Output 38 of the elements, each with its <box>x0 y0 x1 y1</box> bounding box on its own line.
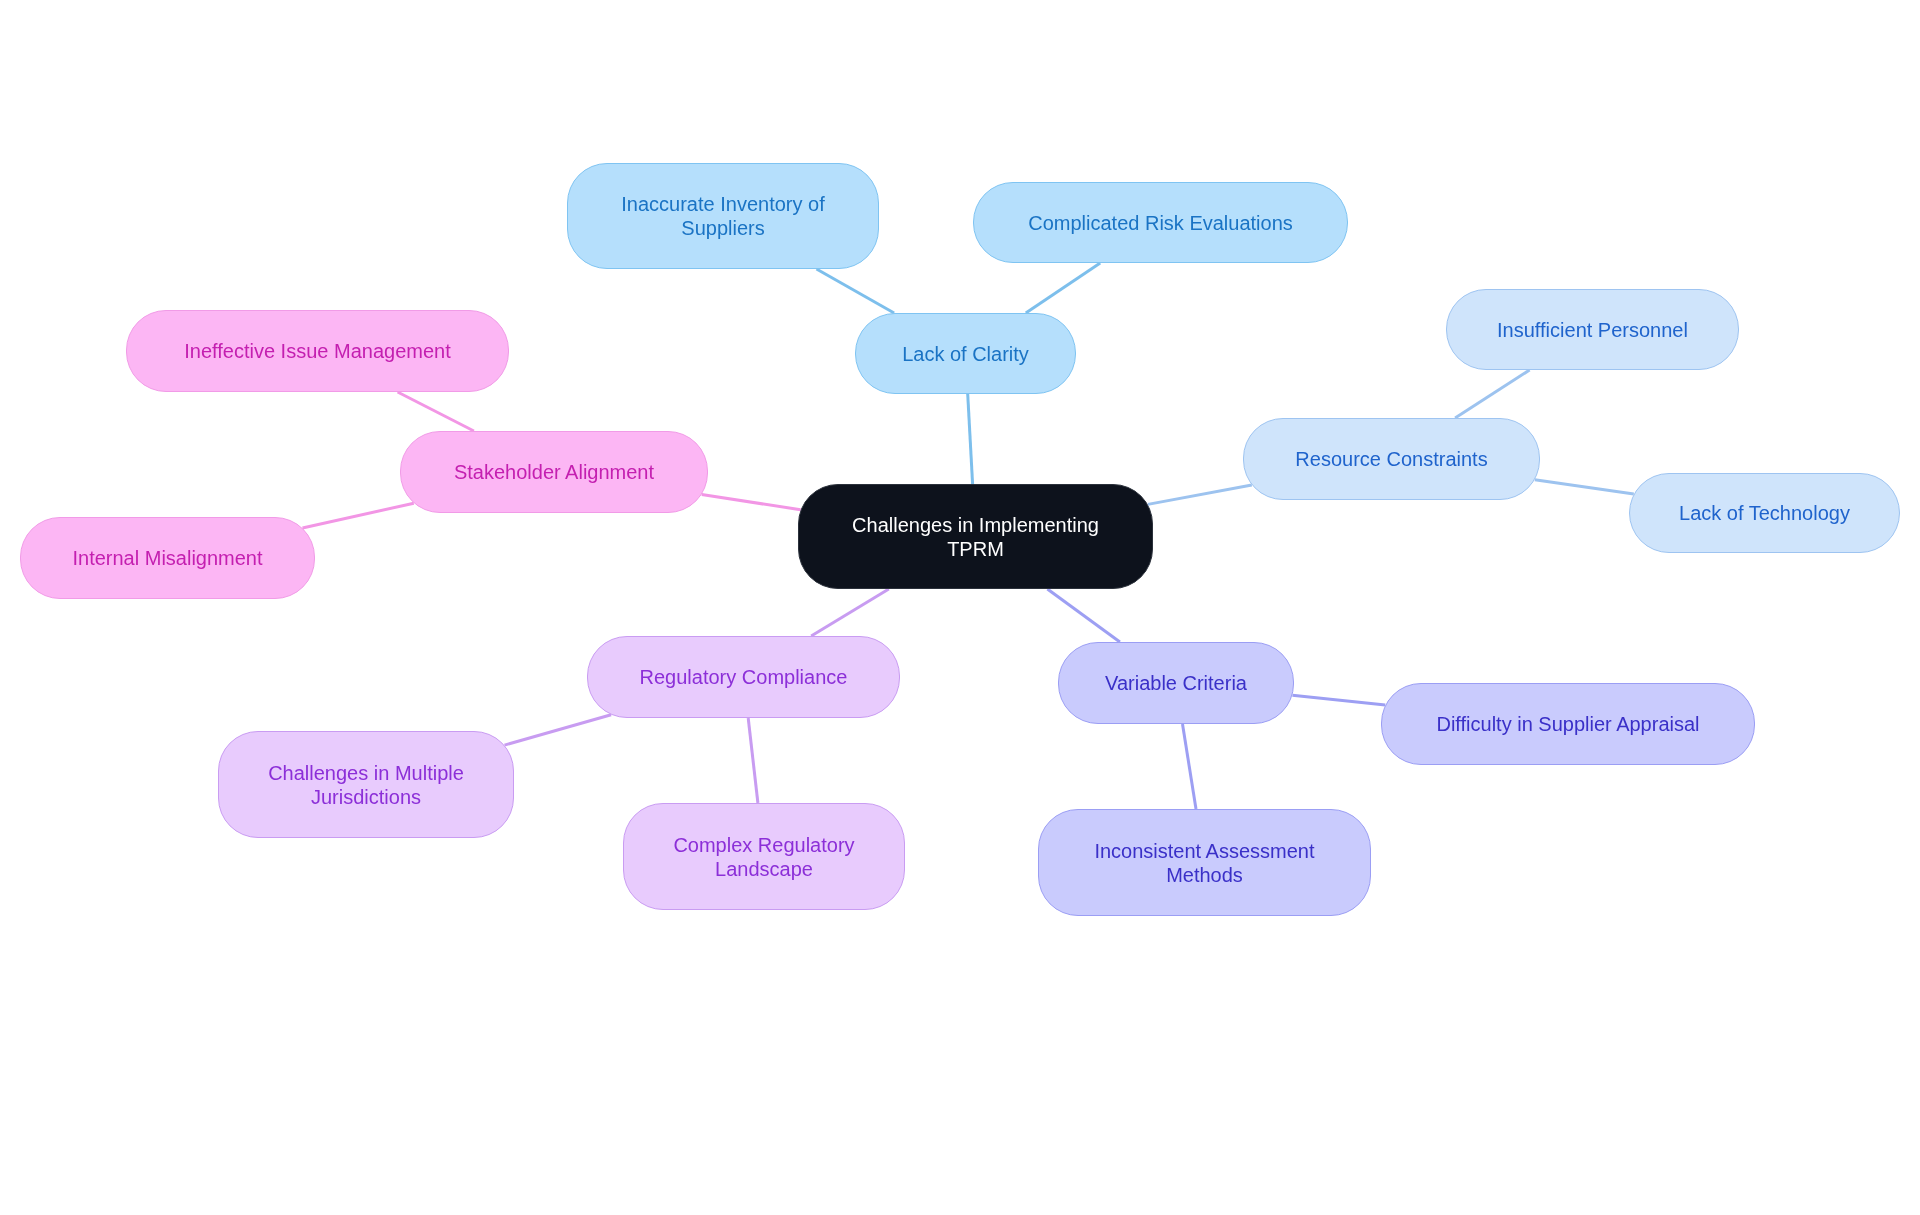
topic-node <box>400 431 708 513</box>
connector-line <box>504 713 612 747</box>
topic-node <box>1038 809 1371 916</box>
connector-line <box>966 393 975 485</box>
connector-line <box>815 267 895 315</box>
topic-label: Challenges in Multiple Jurisdictions <box>267 760 465 809</box>
connector-line <box>396 390 475 433</box>
topic-label: Insufficient Personnel <box>1497 317 1688 342</box>
topic-label: Variable Criteria <box>1105 671 1247 695</box>
topic-label: Lack of Clarity <box>902 341 1029 366</box>
topic-label: Internal Misalignment <box>72 546 263 570</box>
topic-label: Stakeholder Alignment <box>453 460 655 484</box>
topic-label: Lack of Technology <box>1679 501 1850 525</box>
connector-line <box>1046 587 1121 644</box>
central-topic-node <box>798 484 1153 589</box>
connector-line <box>746 717 760 804</box>
connector-line <box>1147 483 1253 506</box>
topic-label: Resource Constraints <box>1295 447 1488 471</box>
topic-node <box>218 731 514 838</box>
topic-label: Inaccurate Inventory of Suppliers <box>620 192 826 240</box>
topic-label: Complex Regulatory Landscape <box>672 832 856 881</box>
topic-label: Ineffective Issue Management <box>184 339 451 363</box>
topic-node <box>623 803 905 910</box>
connector-line <box>1292 693 1386 707</box>
topic-label: Difficulty in Supplier Appraisal <box>1436 712 1700 736</box>
connector-line <box>1454 368 1531 420</box>
topic-label: Inconsistent Assessment Methods <box>1093 838 1316 887</box>
connector-line <box>1534 478 1634 496</box>
topic-label: Complicated Risk Evaluations <box>1028 210 1293 235</box>
topic-node <box>20 517 315 599</box>
connector-line <box>302 501 415 530</box>
connector-line <box>1181 723 1198 810</box>
connector-line <box>1024 261 1102 315</box>
connector-line <box>810 587 890 638</box>
connector-line <box>701 493 801 512</box>
topic-label: Challenges in Implementing TPRM <box>851 512 1100 561</box>
topic-label: Regulatory Compliance <box>639 665 848 689</box>
topic-node <box>567 163 879 269</box>
